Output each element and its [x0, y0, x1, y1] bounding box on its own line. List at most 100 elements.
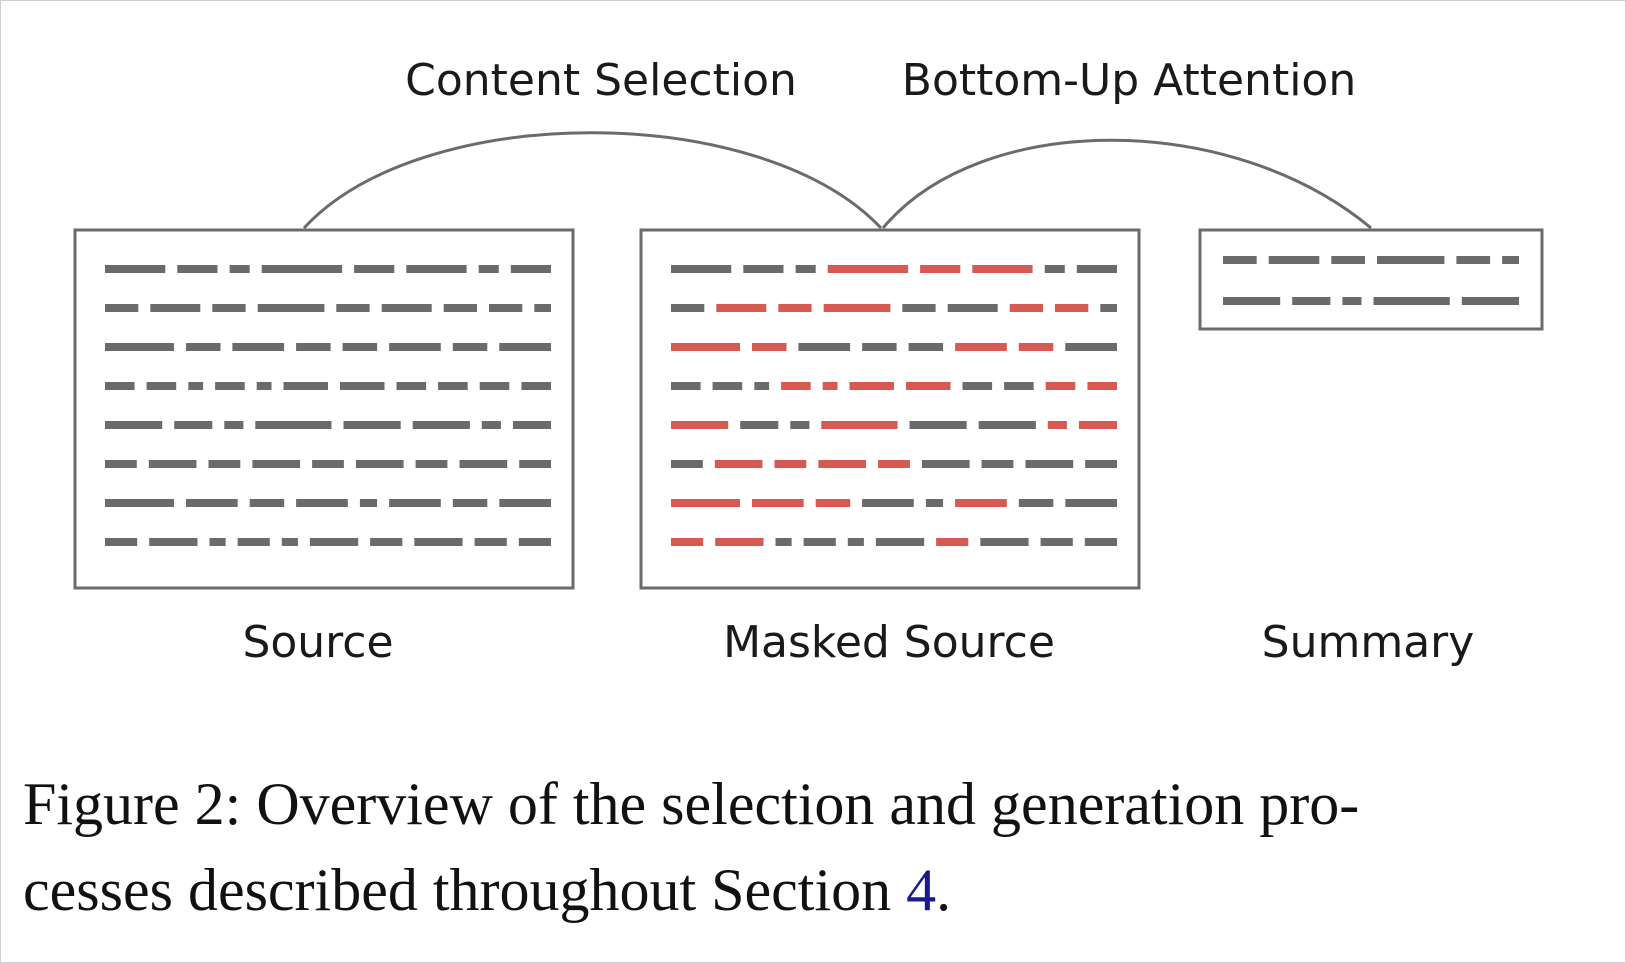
- token: [256, 382, 272, 390]
- token: [1100, 304, 1117, 312]
- token: [795, 265, 816, 273]
- token: [186, 343, 221, 351]
- token: [499, 499, 551, 507]
- masked-source-box: [639, 228, 1141, 590]
- token: [499, 343, 551, 351]
- section-reference-link[interactable]: 4: [906, 857, 937, 923]
- token: [981, 460, 1014, 468]
- token: [443, 304, 477, 312]
- figure-caption: Figure 2: Overview of the selection and …: [23, 761, 1593, 933]
- token: [521, 382, 551, 390]
- token: [105, 499, 174, 507]
- token: [406, 265, 467, 273]
- token: [902, 304, 936, 312]
- token: [105, 265, 166, 273]
- token: [1223, 297, 1281, 305]
- token: [232, 343, 285, 351]
- token: [754, 382, 770, 390]
- token: [847, 538, 864, 546]
- summary-text-lines: [1223, 256, 1519, 305]
- token: [1004, 382, 1034, 390]
- token: [775, 538, 792, 546]
- token: [1377, 256, 1445, 264]
- token: [534, 304, 551, 312]
- token: [671, 460, 703, 468]
- token: [150, 304, 201, 312]
- source-label: Source: [242, 617, 393, 668]
- token: [743, 265, 784, 273]
- token: [479, 382, 510, 390]
- token: [803, 538, 836, 546]
- selected-token: [1078, 421, 1117, 429]
- token: [478, 265, 499, 273]
- token: [962, 382, 993, 390]
- token: [249, 499, 285, 507]
- selected-token: [752, 499, 804, 507]
- token: [1223, 256, 1257, 264]
- token: [209, 538, 226, 546]
- token: [1018, 499, 1054, 507]
- selected-token: [849, 382, 894, 390]
- token: [257, 304, 325, 312]
- token: [381, 304, 432, 312]
- token: [105, 304, 139, 312]
- selected-token: [1047, 421, 1067, 429]
- selected-token: [781, 382, 811, 390]
- selected-token: [671, 538, 704, 546]
- summary-box: [1198, 228, 1544, 331]
- token: [312, 460, 344, 468]
- token: [1342, 297, 1362, 305]
- token: [261, 265, 343, 273]
- token: [1373, 297, 1450, 305]
- selected-token: [1045, 382, 1076, 390]
- token: [296, 343, 331, 351]
- token: [177, 265, 218, 273]
- token: [510, 265, 551, 273]
- token: [188, 382, 204, 390]
- selected-token: [778, 304, 812, 312]
- selected-token: [821, 421, 898, 429]
- token: [359, 499, 378, 507]
- selected-token: [774, 460, 807, 468]
- token: [1502, 256, 1519, 264]
- token: [237, 538, 270, 546]
- token: [396, 382, 427, 390]
- token: [862, 499, 914, 507]
- token: [921, 460, 970, 468]
- summary-label: Summary: [1262, 617, 1475, 668]
- token: [1044, 265, 1065, 273]
- token: [671, 265, 732, 273]
- token: [1084, 538, 1117, 546]
- token: [862, 343, 897, 351]
- token: [1076, 265, 1117, 273]
- selected-token: [920, 265, 961, 273]
- bottom-up-attention-arc: [881, 138, 1372, 230]
- token: [790, 421, 810, 429]
- token: [798, 343, 851, 351]
- token: [148, 460, 197, 468]
- token: [105, 460, 137, 468]
- token: [925, 499, 944, 507]
- token: [414, 538, 463, 546]
- source-text-lines: [105, 265, 551, 546]
- token: [340, 382, 385, 390]
- selected-token: [822, 382, 838, 390]
- token: [283, 382, 328, 390]
- token: [229, 265, 250, 273]
- token: [186, 499, 238, 507]
- token: [1065, 343, 1117, 351]
- selected-token: [671, 343, 740, 351]
- token: [415, 460, 448, 468]
- token: [389, 499, 441, 507]
- selected-token: [955, 499, 1007, 507]
- selected-token: [878, 460, 910, 468]
- token: [296, 499, 348, 507]
- token: [875, 538, 925, 546]
- token: [909, 421, 967, 429]
- token: [518, 538, 551, 546]
- token: [355, 460, 404, 468]
- token: [452, 499, 488, 507]
- token: [105, 343, 174, 351]
- overview-diagram: Content Selection Bottom-Up Attention So…: [73, 55, 1544, 668]
